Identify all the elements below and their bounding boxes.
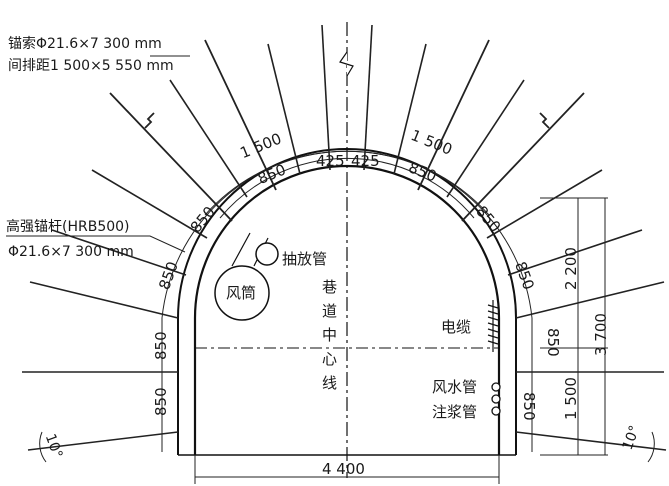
centerline-label: 巷 道 中 心 线	[322, 278, 337, 392]
svg-text:道: 道	[322, 302, 337, 320]
anchor-cables	[109, 39, 585, 222]
arch-height: 2 200	[562, 247, 580, 290]
wall-height: 1 500	[562, 377, 580, 420]
wall-spacing-right-upper: 850	[544, 328, 562, 357]
air-water-pipe-label: 风水管	[432, 378, 477, 396]
rock-bolts	[22, 24, 667, 451]
bolt-spacing-mid-right: 850	[511, 259, 538, 292]
drainage-pipe	[255, 242, 279, 266]
svg-text:中: 中	[322, 326, 337, 344]
air-water-grout-pipes	[491, 382, 501, 416]
drainage-pipe-label: 抽放管	[282, 250, 327, 268]
svg-text:巷: 巷	[322, 278, 337, 296]
dimension-arcs	[161, 150, 533, 452]
bolt-spacing-arch-left: 850	[255, 160, 288, 187]
angle-arcs	[39, 431, 655, 463]
anchor-cable-spec: 锚索Φ21.6×7 300 mm	[8, 35, 162, 52]
total-height: 3 700	[592, 313, 610, 356]
right-height-dimensions	[540, 197, 608, 456]
angle-left: 10°	[42, 432, 66, 461]
roadway-width: 4 400	[322, 460, 365, 478]
svg-text:线: 线	[322, 374, 337, 392]
half-top-right: 425	[351, 152, 380, 170]
wall-spacing-right-lower: 850	[520, 392, 538, 421]
angle-right: 10°	[620, 423, 644, 452]
note-leaders	[6, 55, 190, 253]
bolt-spacing-mid-left: 850	[155, 259, 182, 292]
rock-bolt-grade: 高强锚杆(HRB500)	[6, 218, 130, 235]
bolt-spacing-arch-right: 850	[406, 158, 439, 185]
cable-bundle	[487, 300, 499, 352]
wall-spacing-left-upper: 850	[152, 331, 170, 360]
cable-spacing-right: 1 500	[408, 126, 455, 159]
grout-pipe-label: 注浆管	[432, 403, 477, 421]
half-top-left: 425	[316, 152, 345, 170]
centerline-break	[339, 51, 354, 77]
wall-spacing-left-lower: 850	[152, 387, 170, 416]
rock-bolt-spec: Φ21.6×7 300 mm	[8, 244, 134, 260]
svg-text:心: 心	[322, 350, 337, 368]
air-duct-label: 风筒	[226, 284, 256, 302]
width-dimension	[194, 455, 500, 484]
anchor-cable-spacing: 间排距1 500×5 550 mm	[8, 58, 174, 74]
cable-label: 电缆	[441, 318, 471, 336]
